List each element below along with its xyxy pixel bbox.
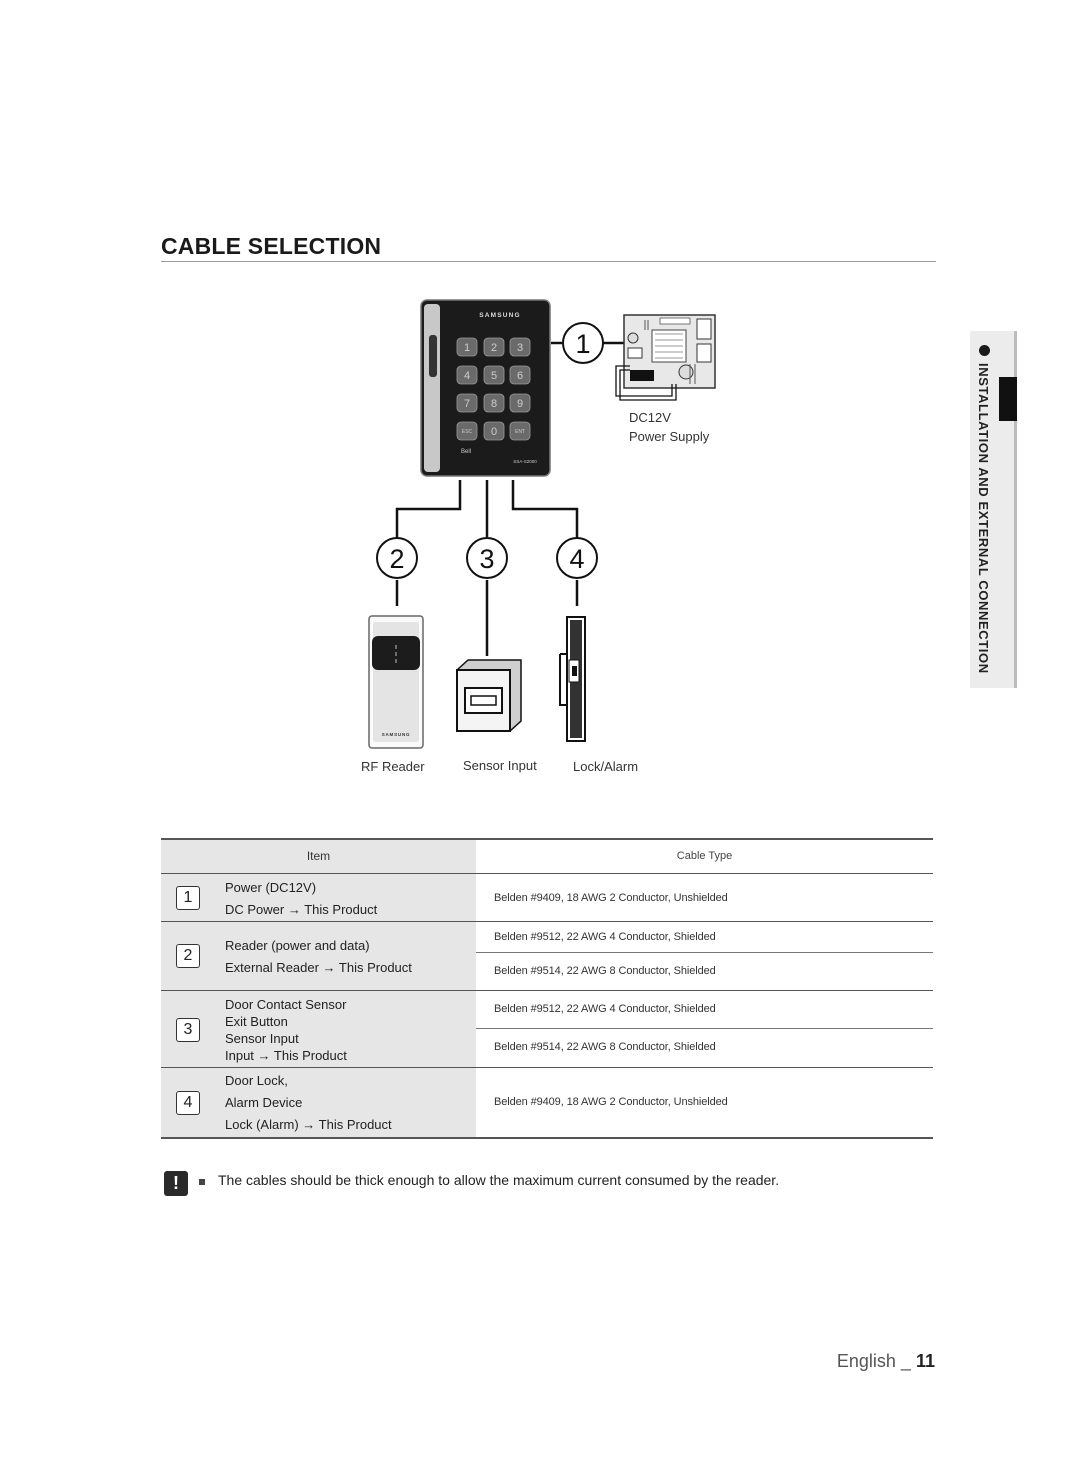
keypad-key-label: 4 [464, 370, 470, 382]
table-row [161, 1068, 476, 1137]
keypad-key-label: 9 [517, 398, 523, 410]
item-text: External Reader → This Product [225, 960, 412, 975]
keypad-key [509, 421, 531, 441]
keypad-key [456, 365, 478, 385]
keypad-key [509, 365, 531, 385]
cable-type-cell: Belden #9514, 22 AWG 8 Conductor, Shield… [494, 1041, 716, 1053]
item-text: Door Lock, [225, 1073, 288, 1088]
sub-row-divider [476, 1028, 933, 1029]
cable-type-cell: Belden #9512, 22 AWG 4 Conductor, Shield… [494, 1003, 716, 1015]
keypad-key-label: 7 [464, 398, 470, 410]
keypad-key-label: 2 [491, 342, 497, 354]
bell-label: Bell [461, 449, 471, 455]
cable-type-cell: Belden #9409, 18 AWG 2 Conductor, Unshie… [494, 892, 728, 904]
item-text: DC Power → This Product [225, 902, 378, 917]
row-divider [161, 1067, 933, 1068]
section-side-tab: INSTALLATION AND EXTERNAL CONNECTION [970, 331, 1017, 688]
keypad-key-label: 1 [464, 342, 470, 354]
row-number-badge: 1 [176, 886, 200, 910]
power-label-line2: Power Supply [629, 429, 710, 444]
callout-1-label: 1 [575, 329, 590, 359]
callout-4: 4 [556, 537, 598, 579]
cable-type-cell: Belden #9409, 18 AWG 2 Conductor, Unshie… [494, 1096, 728, 1108]
keypad-key-label: 0 [491, 426, 497, 438]
power-supply-board [623, 314, 716, 389]
exclamation-note-icon: ! [164, 1171, 188, 1196]
callout-2: 2 [376, 537, 418, 579]
sub-row-divider [476, 952, 933, 953]
row-number-badge: 3 [176, 1018, 200, 1042]
callout-3: 3 [466, 537, 508, 579]
page-footer: English _ 11 [837, 1351, 935, 1372]
rf-reader: SAMSUNG [368, 615, 424, 749]
row-number-badge: 2 [176, 944, 200, 968]
rf-reader-label: RF Reader [361, 759, 425, 774]
cable-type-cell: Belden #9512, 22 AWG 4 Conductor, Shield… [494, 931, 716, 943]
keypad-key [456, 337, 478, 357]
table-row [161, 922, 476, 990]
sensor-input-label: Sensor Input [463, 758, 537, 773]
keypad-key-label: ESC [462, 429, 473, 435]
keypad-key [483, 337, 505, 357]
callout-2-label: 2 [389, 544, 404, 574]
title-divider [161, 261, 936, 262]
lock-alarm-label: Lock/Alarm [573, 759, 639, 774]
diagram-wires [395, 341, 626, 656]
item-text: Lock (Alarm) → This Product [225, 1117, 392, 1132]
item-text: Power (DC12V) [225, 880, 317, 895]
keypad-key [483, 421, 505, 441]
keypad-key [509, 393, 531, 413]
power-label-line1: DC12V [629, 410, 671, 425]
keypad-key [456, 421, 478, 441]
keypad-key-label: 8 [491, 398, 497, 410]
item-text: Input → This Product [225, 1048, 347, 1063]
device-model: SSA-S2000 [513, 459, 537, 464]
section-tab-label: INSTALLATION AND EXTERNAL CONNECTION [976, 363, 991, 674]
table-header-bg [161, 840, 476, 873]
keypad-key-label: ENT [515, 429, 525, 435]
row-divider [161, 990, 933, 991]
table-header-rule [161, 873, 933, 874]
row-divider [161, 921, 933, 922]
item-text: Sensor Input [225, 1031, 299, 1046]
reader-brand: SAMSUNG [382, 732, 411, 737]
table-row [161, 874, 476, 921]
table-row [161, 991, 476, 1067]
callout-1: 1 [562, 322, 604, 364]
keypad-key-label: 6 [517, 370, 523, 382]
table-bottom-rule [161, 1137, 933, 1139]
page-number: 11 [915, 1351, 935, 1371]
keypad-key [509, 337, 531, 357]
keypad-key [456, 393, 478, 413]
note-text: The cables should be thick enough to all… [218, 1172, 780, 1188]
keypad-key-label: 3 [517, 342, 523, 354]
lock-alarm-device [559, 616, 586, 742]
device-brand: SAMSUNG [479, 312, 521, 319]
side-tab-marker [999, 377, 1017, 421]
callout-3-label: 3 [479, 544, 494, 574]
bullet-dot-icon [979, 345, 990, 356]
table-top-rule [161, 838, 933, 840]
row-number-badge: 4 [176, 1091, 200, 1115]
item-text: Alarm Device [225, 1095, 303, 1110]
item-text: Reader (power and data) [225, 938, 370, 953]
keypad-key-label: 5 [491, 370, 497, 382]
cable-type-cell: Belden #9514, 22 AWG 8 Conductor, Shield… [494, 965, 716, 977]
column-header-cable-type: Cable Type [676, 850, 733, 862]
keypad-key [483, 365, 505, 385]
page-title: CABLE SELECTION [161, 233, 382, 259]
footer-language: English _ [836, 1351, 911, 1371]
column-header-item: Item [306, 849, 331, 863]
keypad-key [483, 393, 505, 413]
callout-4-label: 4 [569, 544, 584, 574]
item-text: Door Contact Sensor [225, 997, 347, 1012]
item-text: Exit Button [225, 1014, 288, 1029]
power-leads [615, 365, 677, 401]
square-bullet-icon [199, 1179, 205, 1185]
sensor-input-device [455, 659, 522, 733]
